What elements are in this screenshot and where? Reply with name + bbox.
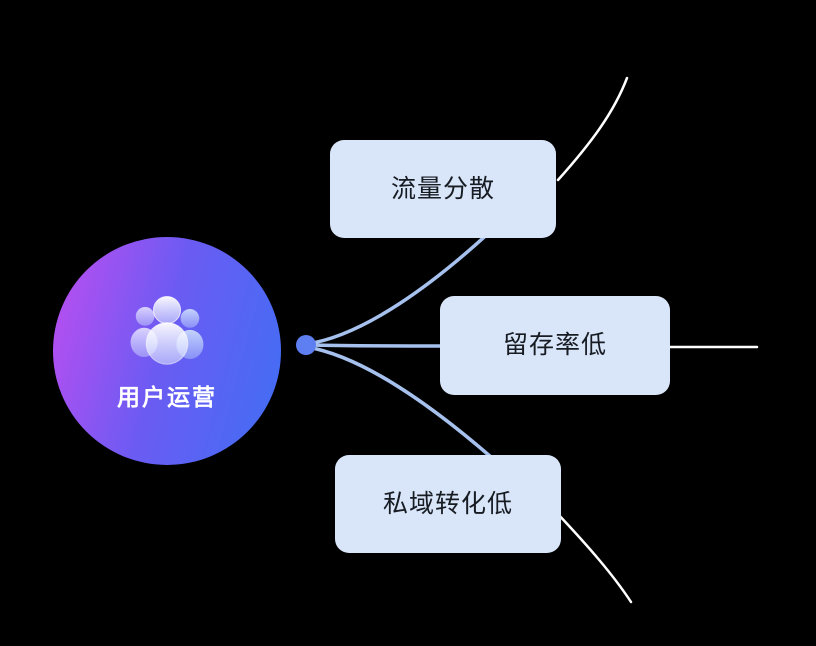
branch-node-conversion[interactable]: 私域转化低: [335, 455, 561, 553]
connector-root-to-conversion: [305, 345, 510, 474]
branch-node-label: 流量分散: [390, 174, 495, 203]
branch-node-traffic[interactable]: 流量分散: [330, 140, 556, 238]
branch-node-label: 私域转化低: [382, 489, 513, 518]
root-hub-dot[interactable]: [296, 335, 316, 355]
connector-root-to-traffic: [305, 211, 512, 346]
root-node[interactable]: 用户运营: [53, 237, 281, 465]
branch-node-retention[interactable]: 留存率低: [440, 296, 670, 395]
connector-conversion-outgoing: [554, 510, 633, 604]
branch-node-label: 留存率低: [502, 331, 607, 359]
connector-root-to-retention: [305, 343, 446, 348]
connector-traffic-outgoing: [556, 76, 629, 182]
root-node-label: 用户运营: [117, 384, 217, 410]
users-icon: [117, 293, 217, 378]
